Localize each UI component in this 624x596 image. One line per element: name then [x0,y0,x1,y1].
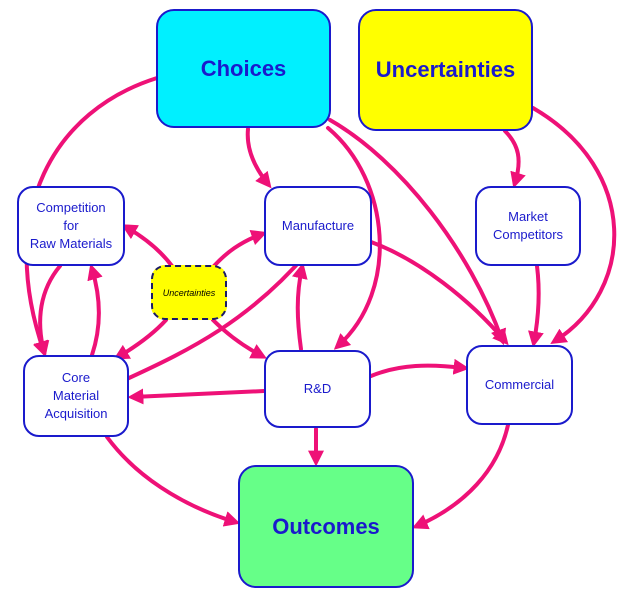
core-to-competition-arrow [87,263,103,357]
competition-label-line1: Competition [36,200,106,215]
usmall-to-manufacture-arrow [212,230,268,268]
core-material-acquisition-node: Core Material Acquisition [23,355,129,437]
usmall-to-rnd-arrow [211,318,267,359]
manufacture-label: Manufacture [281,218,355,233]
choices-to-core-arrow [24,76,159,358]
uncert-to-market-arrow [503,129,526,189]
commercial-to-outcomes-arrow [411,423,510,530]
usmall-to-core-arrow [113,318,168,360]
competition-label-line2: for [63,218,79,233]
choices-to-commercial-arrow [328,118,507,346]
outcomes-node: Outcomes [238,465,414,588]
choices-label: Choices [200,55,287,81]
commercial-label: Commercial [484,377,555,392]
market-label-line1: Market [508,209,548,224]
uncertainties-small-node: Uncertainties [151,265,227,320]
market-competitors-node: Market Competitors [475,186,581,266]
commercial-node: Commercial [466,345,573,425]
core-label-line1: Core [61,370,91,385]
competition-label-line3: Raw Materials [29,236,113,251]
manufacture-to-commercial-arrow [369,240,509,346]
usmall-to-competition-arrow [121,224,174,268]
market-to-commercial-arrow [528,264,544,348]
choices-to-manufacture-arrow [245,127,272,189]
core-label-line3: Acquisition [44,406,108,421]
rnd-to-manufacture-arrow [291,262,308,351]
uncertainties-node: Uncertainties [358,9,533,131]
rnd-label: R&D [303,381,332,396]
competition-for-raw-materials-node: Competition for Raw Materials [17,186,125,266]
choices-node: Choices [156,9,331,128]
core-to-outcomes-arrow [105,435,241,527]
rnd-to-core-arrow [127,388,266,405]
core-to-manufacture-arrow [127,247,312,380]
rnd-to-commercial-arrow [369,358,470,378]
uncert-to-commercial-arrow [531,106,617,345]
outcomes-label: Outcomes [272,513,380,539]
uncertainties-small-label: Uncertainties [162,287,216,298]
competition-to-core-arrow [33,264,62,358]
manufacture-node: Manufacture [264,186,372,266]
core-label-line2: Material [52,388,100,403]
market-label-line2: Competitors [492,227,564,242]
choices-to-rnd-arrow [326,126,382,350]
uncertainties-label: Uncertainties [375,57,516,82]
rnd-node: R&D [264,350,371,428]
